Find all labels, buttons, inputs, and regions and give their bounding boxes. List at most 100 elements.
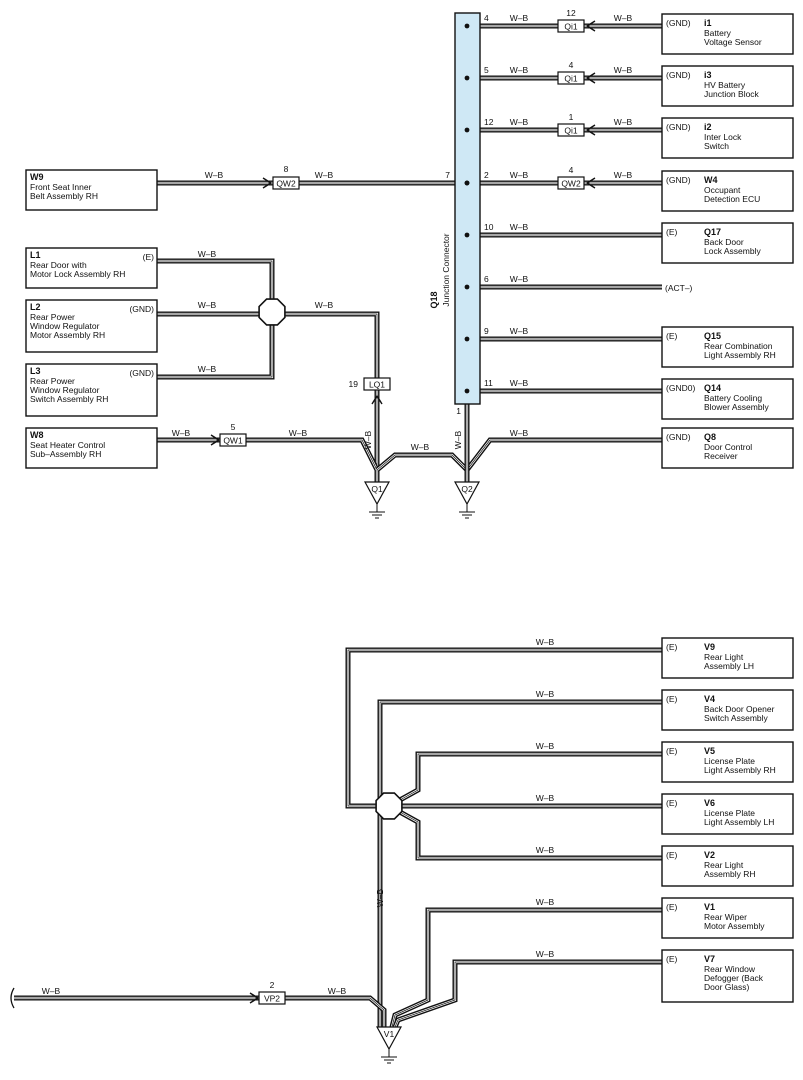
wire-color-label: W–B — [375, 888, 385, 907]
device-w4-id: W4 — [704, 175, 718, 185]
ground-q1-label: Q1 — [371, 484, 383, 494]
device-v4-line: Switch Assembly — [704, 713, 769, 723]
device-l1-line: Rear Door with — [30, 260, 87, 270]
device-v4-line: Back Door Opener — [704, 704, 775, 714]
device-q8-terminal: (GND) — [666, 432, 691, 442]
wire-l3 — [157, 312, 275, 380]
wire-color-label: W–B — [510, 326, 529, 336]
wire-color-label: W–B — [510, 117, 529, 127]
device-i3-line: Junction Block — [704, 89, 760, 99]
connector-qi1: Qi1 — [557, 123, 585, 137]
junction-id: Q18 — [429, 291, 439, 308]
device-q14-line: Blower Assembly — [704, 402, 769, 412]
device-v6-line: Light Assembly LH — [704, 817, 774, 827]
ground-q2: Q2 — [453, 481, 481, 519]
connector-pin: 12 — [566, 8, 576, 18]
junction-pin-7: 7 — [445, 170, 450, 180]
device-v2-line: Rear Light — [704, 860, 744, 870]
connector-qw2: QW2 — [557, 176, 585, 190]
connector-qi1-label: Qi1 — [564, 22, 578, 32]
wire-v7 — [392, 959, 662, 1028]
device-l3-line: Rear Power — [30, 376, 75, 386]
junction-dot — [464, 336, 470, 342]
wire-q1-q2 — [375, 452, 470, 482]
wire-color-label: W–B — [614, 65, 633, 75]
device-q14-terminal: (GND0) — [666, 383, 695, 393]
wire-color-label: W–B — [614, 13, 633, 23]
device-v9-id: V9 — [704, 642, 715, 652]
device-v9-terminal: (E) — [666, 642, 678, 652]
device-q15-line: Rear Combination — [704, 341, 773, 351]
wire-color-label: W–B — [205, 170, 224, 180]
wire-color-label: W–B — [363, 430, 373, 449]
connector-pin: 4 — [569, 60, 574, 70]
device-v7-id: V7 — [704, 954, 715, 964]
device-v5-terminal: (E) — [666, 746, 678, 756]
device-l3-line: Switch Assembly RH — [30, 394, 108, 404]
junction-pin-10: 10 — [484, 222, 494, 232]
device-q14-line: Battery Cooling — [704, 393, 762, 403]
device-v1-line: Motor Assembly — [704, 921, 765, 931]
ground-q2-label: Q2 — [461, 484, 473, 494]
wire-color-label: W–B — [536, 897, 555, 907]
device-l2-line: Rear Power — [30, 312, 75, 322]
device-q8-line: Receiver — [704, 451, 738, 461]
connector-vp2: VP2 — [258, 991, 286, 1005]
wire-color-label: W–B — [42, 986, 61, 996]
junction-pin-6: 6 — [484, 274, 489, 284]
ground-v1: V1 — [375, 1026, 403, 1064]
connector-qi1-label: Qi1 — [564, 126, 578, 136]
device-v1-line: Rear Wiper — [704, 912, 747, 922]
junction-pin-11: 11 — [484, 378, 493, 388]
device-l3-id: L3 — [30, 366, 41, 376]
wire-color-label: W–B — [453, 430, 463, 449]
junction-pin-9: 9 — [484, 326, 489, 336]
wire-splice-lq1 — [272, 311, 380, 378]
wire-color-label: W–B — [315, 170, 334, 180]
splice-point-left — [258, 298, 286, 326]
wire-color-label: W–B — [510, 65, 529, 75]
connector-pin: 2 — [270, 980, 275, 990]
wire-color-label: W–B — [510, 170, 529, 180]
device-l3-line: Window Regulator — [30, 385, 100, 395]
device-l2-line: Motor Assembly RH — [30, 330, 105, 340]
wire-color-label: W–B — [198, 364, 217, 374]
device-q8-id: Q8 — [704, 432, 716, 442]
wire-v1 — [389, 907, 662, 1028]
wire-color-label: W–B — [172, 428, 191, 438]
device-w4-line: Detection ECU — [704, 194, 760, 204]
device-v7-line: Defogger (Back — [704, 973, 764, 983]
device-q17-line: Lock Assembly — [704, 246, 761, 256]
device-v7-line: Rear Window — [704, 964, 756, 974]
device-l3-terminal: (GND) — [129, 368, 154, 378]
device-q17-id: Q17 — [704, 227, 721, 237]
device-w8-id: W8 — [30, 430, 44, 440]
device-v5-line: License Plate — [704, 756, 755, 766]
device-l2-id: L2 — [30, 302, 41, 312]
wire-color-label: W–B — [536, 637, 555, 647]
wire-w8 — [157, 437, 380, 482]
device-q15-id: Q15 — [704, 331, 721, 341]
wire-color-label: W–B — [536, 793, 555, 803]
wire-v4 — [377, 699, 662, 806]
junction-pin-12: 12 — [484, 117, 494, 127]
device-w9-id: W9 — [30, 172, 44, 182]
wire-color-label: W–B — [315, 300, 334, 310]
device-w9-line: Belt Assembly RH — [30, 191, 98, 201]
device-q14-id: Q14 — [704, 383, 721, 393]
device-i2-terminal: (GND) — [666, 122, 691, 132]
device-v1-terminal: (E) — [666, 902, 678, 912]
device-l2-line: Window Regulator — [30, 321, 100, 331]
junction-pin-1: 1 — [456, 406, 461, 416]
device-v7-terminal: (E) — [666, 954, 678, 964]
